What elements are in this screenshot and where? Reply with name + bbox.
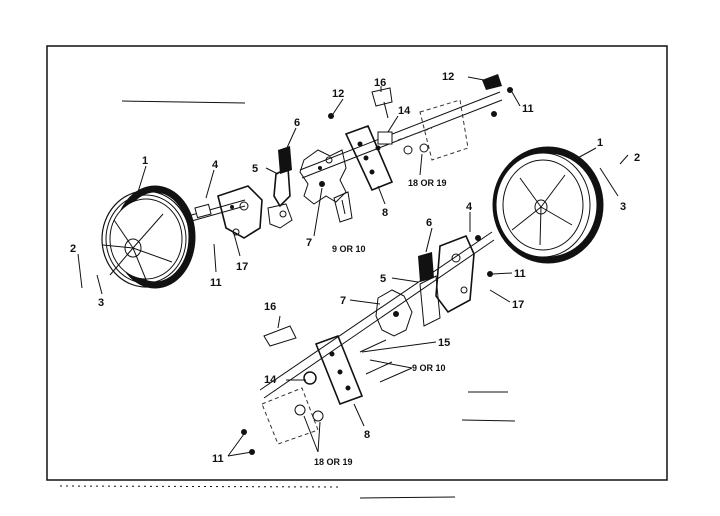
callout-1-left-wheel: 1 (142, 155, 148, 167)
upper-left-axle-assembly (187, 146, 293, 239)
callout-12-upper-right: 12 (442, 71, 454, 83)
callout-8-upper: 8 (382, 207, 388, 219)
callout-16-upper: 16 (374, 77, 386, 89)
callout-5-upper: 5 (252, 163, 258, 175)
callout-7-lower: 7 (340, 295, 346, 307)
callout-2-left: 2 (70, 243, 76, 255)
callout-14-lower: 14 (264, 374, 277, 386)
callout-3-left: 3 (98, 297, 104, 309)
diagram-frame (46, 45, 668, 481)
callout-11-lower-right: 11 (514, 268, 526, 280)
callout-3-right: 3 (620, 201, 626, 213)
callout-8-lower: 8 (364, 429, 370, 441)
callout-7-upper: 7 (306, 237, 312, 249)
callout-11-upper-left: 11 (210, 277, 222, 289)
callout-15: 15 (438, 337, 450, 349)
leader-lines (77, 76, 629, 457)
decorative-rules (59, 100, 516, 499)
right-wheel (492, 146, 604, 264)
callout-9-or-10-upper: 9 OR 10 (332, 244, 366, 254)
callout-11-lower-left: 11 (212, 453, 224, 465)
callout-18-or-19-lower: 18 OR 19 (314, 457, 353, 467)
upper-axle-rod (299, 74, 513, 223)
lower-axle-assembly (241, 231, 495, 455)
callout-17-upper: 17 (236, 261, 248, 273)
callout-labels: 1 1 2 2 3 3 4 4 5 5 6 6 7 7 8 8 9 OR 10 … (70, 71, 640, 467)
callout-9-or-10-lower: 9 OR 10 (412, 363, 446, 373)
callout-4-upper: 4 (212, 159, 219, 171)
callout-11-upper-right: 11 (522, 103, 534, 115)
callout-16-lower: 16 (264, 301, 276, 313)
left-wheel (101, 185, 196, 289)
callout-1-right-wheel: 1 (597, 137, 603, 149)
callout-12-upper-left: 12 (332, 88, 344, 100)
callout-17-lower: 17 (512, 299, 524, 311)
callout-6-upper: 6 (294, 117, 300, 129)
callout-18-or-19-upper: 18 OR 19 (408, 178, 447, 188)
callout-4-lower: 4 (466, 201, 473, 213)
callout-5-lower: 5 (380, 273, 386, 285)
callout-14-upper: 14 (398, 105, 411, 117)
callout-2-right: 2 (634, 152, 640, 164)
callout-6-lower: 6 (426, 217, 432, 229)
